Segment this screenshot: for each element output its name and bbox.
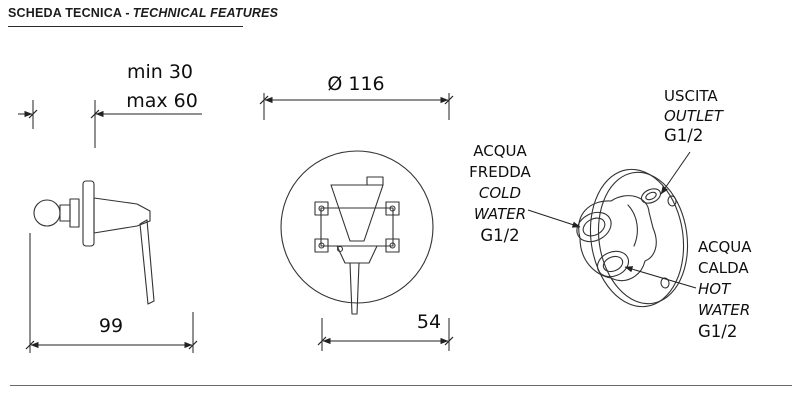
header-rule [8, 26, 243, 27]
header-title-english: TECHNICAL FEATURES [132, 6, 279, 20]
side-escutcheon-plate [82, 180, 95, 247]
front-cartridge [330, 184, 384, 242]
front-tab-tl [314, 201, 329, 216]
front-base [336, 245, 378, 264]
side-view-dimensions [18, 100, 202, 353]
side-stem-1 [59, 204, 71, 222]
cold-water-label-size: G1/2 [480, 226, 520, 245]
hot-water-label-english-2: WATER [698, 301, 751, 319]
front-plate [280, 150, 434, 304]
front-tab-bl [314, 238, 329, 253]
page-header: SCHEDA TECNICA -TECHNICAL FEATURES [8, 6, 278, 20]
persp-plate-rim [597, 171, 689, 305]
cold-water-label-italian-1: ACQUA [473, 142, 527, 160]
leader-lines [527, 151, 697, 289]
outlet-port-inner [645, 191, 657, 201]
dimension-diameter-116: Ø 116 [327, 73, 385, 95]
hot-water-label-italian-1: ACQUA [698, 238, 752, 256]
cold-water-leader-line [527, 209, 581, 228]
side-stem-2 [69, 198, 80, 228]
front-tab-br [385, 238, 400, 253]
persp-valve-body [578, 195, 657, 282]
persp-screw-bottom [660, 277, 670, 289]
hot-water-label: ACQUA CALDA HOT WATER G1/2 [698, 237, 752, 342]
front-view-drawing [280, 150, 434, 315]
dim-tick [28, 109, 38, 119]
header-title-italian: SCHEDA TECNICA - [8, 6, 130, 20]
footer-rule [10, 385, 792, 386]
dimension-depth-max: max 60 [126, 90, 198, 112]
front-tab-tr [385, 201, 400, 216]
side-body [93, 197, 151, 234]
cold-water-port-inner [582, 217, 606, 237]
dim-tick [259, 95, 269, 105]
front-lever [349, 262, 360, 315]
dim-tick [188, 340, 198, 350]
cold-water-label-english-2: WATER [473, 205, 527, 223]
hot-water-label-italian-2: CALDA [698, 259, 749, 277]
outlet-label-english: OUTLET [664, 107, 723, 125]
dim-tick [90, 109, 100, 119]
front-cartridge-notch [366, 176, 384, 186]
dim-tick [444, 336, 454, 346]
dimension-offset-54: 54 [416, 311, 442, 333]
dim-tick [444, 95, 454, 105]
front-screw-tr [389, 205, 396, 212]
side-view-drawing [33, 180, 155, 305]
dimension-depth-min: min 30 [126, 61, 194, 83]
persp-plate [589, 168, 685, 308]
cold-water-port [576, 211, 612, 243]
outlet-port [640, 188, 662, 204]
hot-water-label-english-1: HOT [698, 280, 731, 298]
perspective-view-drawing [576, 168, 689, 308]
outlet-label: USCITA OUTLET G1/2 [664, 86, 723, 146]
cold-water-label-italian-2: FREDDA [469, 163, 531, 181]
persp-screw-top [667, 195, 677, 207]
side-knob [33, 199, 61, 227]
hot-water-port [596, 250, 630, 278]
outlet-label-size: G1/2 [664, 126, 704, 145]
hot-water-label-size: G1/2 [698, 322, 738, 341]
front-screw-br [389, 242, 396, 249]
hot-water-port-inner [602, 255, 624, 273]
outlet-leader-line [660, 151, 691, 195]
front-view-dimensions [259, 93, 454, 351]
hot-water-leader-line [624, 266, 697, 289]
dimension-length-99: 99 [98, 315, 124, 337]
persp-body-detail [627, 204, 638, 247]
front-screw-tl [318, 205, 325, 212]
dim-tick [25, 340, 35, 350]
dim-tick [317, 336, 327, 346]
front-screw-bl [318, 242, 325, 249]
cold-water-label-english-1: COLD [478, 184, 522, 202]
side-lever [139, 219, 155, 305]
cold-water-label: ACQUA FREDDA COLD WATER G1/2 [469, 141, 531, 246]
front-bracket [320, 207, 394, 247]
outlet-label-italian: USCITA [664, 87, 718, 105]
